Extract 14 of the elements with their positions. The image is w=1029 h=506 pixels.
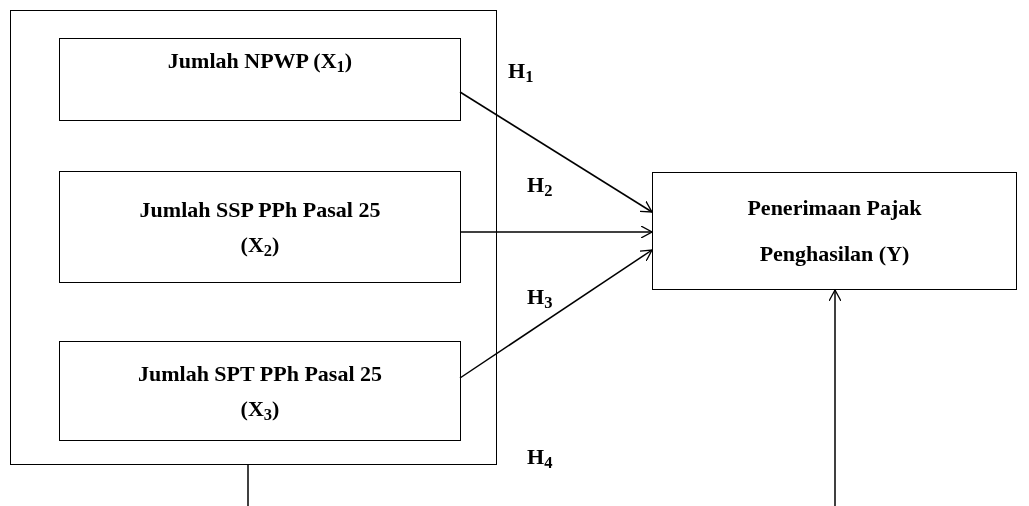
variable-label: Jumlah NPWP (X$_{1}$)	[167, 47, 353, 79]
arrow	[459, 249, 653, 379]
variable-label: Penerimaan Pajak Penghasilan (Y)	[746, 193, 923, 268]
variable-box	[59, 38, 461, 121]
group-box	[10, 10, 497, 465]
variable-label: Jumlah SSP PPh Pasal 25 (X$_{2}$)	[138, 195, 382, 263]
arrow	[459, 91, 653, 213]
dependent-variable-box	[652, 172, 1017, 290]
variable-label: Jumlah SPT PPh Pasal 25 (X$_{3}$)	[136, 359, 384, 427]
variable-box	[59, 171, 461, 283]
variable-box	[59, 341, 461, 441]
arrow	[459, 225, 653, 239]
arrow	[828, 289, 842, 506]
hypothesis-label: H$_{4}$	[527, 446, 553, 468]
